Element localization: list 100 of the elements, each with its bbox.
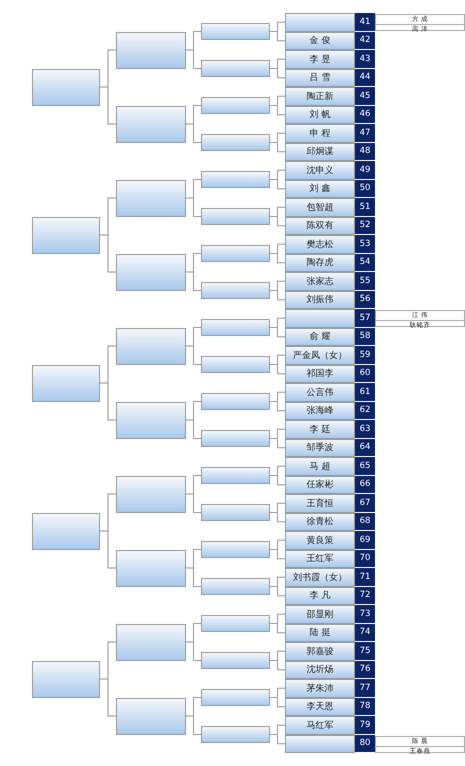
name-cell: 公言伟 — [285, 383, 355, 402]
seed-number: 77 — [355, 679, 375, 698]
name-cell: 马红军 — [285, 716, 355, 734]
bracket-line — [100, 530, 116, 568]
bracket-box — [116, 402, 186, 438]
name-cell: 沈圻炀 — [285, 660, 355, 679]
seed-number: 42 — [355, 32, 375, 50]
bracket-box — [116, 550, 186, 586]
bracket-box — [32, 216, 100, 254]
name-cell: 李天恩 — [285, 698, 355, 716]
bracket-line — [270, 327, 286, 338]
bracket-box — [201, 282, 270, 299]
bracket-line — [270, 549, 286, 560]
seed-number: 70 — [355, 550, 375, 568]
name-cell: 邹季波 — [285, 438, 355, 457]
bracket-box — [201, 60, 270, 77]
seed-number: 73 — [355, 605, 375, 624]
bracket-line — [270, 438, 286, 448]
seed-number: 58 — [355, 328, 375, 346]
name-cell: 陆 挺 — [285, 624, 355, 642]
bracket-line — [270, 364, 286, 374]
bracket-line — [186, 642, 202, 661]
name-cell: 徐青松 — [285, 512, 355, 531]
seed-number: 48 — [355, 142, 375, 161]
seed-number: 59 — [355, 346, 375, 364]
bracket-line — [186, 50, 202, 69]
bracket-box — [116, 476, 186, 512]
name-cell: 郭嘉骏 — [285, 642, 355, 660]
bracket-line — [100, 382, 116, 420]
qualifier-box — [375, 14, 465, 31]
seed-number: 53 — [355, 235, 375, 254]
bracket-box — [32, 364, 100, 402]
name-cell: 王红军 — [285, 550, 355, 568]
bracket-line — [186, 346, 202, 365]
name-cell: 俞 耀 — [285, 328, 355, 346]
seed-number: 67 — [355, 494, 375, 512]
bracket-box — [201, 208, 270, 225]
name-cell: 刘 帆 — [285, 106, 355, 124]
name-cell: 陶正新 — [285, 87, 355, 106]
bracket-box — [201, 615, 270, 632]
name-cell: 张家志 — [285, 272, 355, 290]
bracket-box — [201, 23, 270, 40]
name-cell: 马 超 — [285, 457, 355, 476]
bracket-box — [116, 180, 186, 216]
seed-number: 79 — [355, 716, 375, 734]
seed-number: 63 — [355, 420, 375, 438]
bracket-line — [270, 697, 286, 708]
bracket-line — [270, 31, 286, 42]
bracket-box — [201, 430, 270, 447]
bracket-line — [100, 86, 116, 124]
seed-number: 49 — [355, 161, 375, 180]
name-cell: 黄良策 — [285, 531, 355, 550]
bracket-box — [201, 578, 270, 595]
bracket-line — [270, 586, 286, 596]
seed-number: 61 — [355, 383, 375, 402]
name-cell: 吕 雪 — [285, 68, 355, 87]
name-cell: 刘 鑫 — [285, 180, 355, 198]
bracket-box — [116, 328, 186, 364]
name-cell: 邵显刚 — [285, 605, 355, 624]
bracket-box — [201, 171, 270, 188]
bracket-box — [32, 512, 100, 550]
bracket-line — [186, 716, 202, 735]
name-cell: 王育恒 — [285, 494, 355, 512]
bracket-box — [201, 467, 270, 484]
seed-number: 64 — [355, 438, 375, 457]
bracket-line — [270, 401, 286, 412]
bracket-box — [116, 32, 186, 68]
name-cell: 陈双有 — [285, 216, 355, 235]
name-cell: 祁国李 — [285, 364, 355, 383]
qualifier-box — [375, 736, 465, 752]
seed-number: 47 — [355, 124, 375, 142]
seed-number: 46 — [355, 106, 375, 124]
seed-number: 43 — [355, 50, 375, 68]
bracket-box — [201, 134, 270, 151]
bracket-box — [201, 504, 270, 521]
seed-number: 78 — [355, 698, 375, 716]
bracket-line — [270, 734, 286, 744]
bracket-box — [201, 97, 270, 114]
bracket-box — [201, 541, 270, 558]
bracket-line — [186, 198, 202, 217]
seed-number: 44 — [355, 68, 375, 87]
bracket-line — [270, 290, 286, 300]
bracket-line — [270, 660, 286, 670]
seed-number: 55 — [355, 272, 375, 290]
seed-number: 66 — [355, 476, 375, 494]
bracket-box — [201, 652, 270, 669]
bracket-line — [270, 253, 286, 264]
bracket-box — [32, 68, 100, 106]
bracket-line — [100, 234, 116, 272]
name-cell: 樊志松 — [285, 235, 355, 254]
name-cell: 陶存虎 — [285, 254, 355, 272]
bracket-box — [116, 698, 186, 734]
seed-number: 72 — [355, 586, 375, 605]
bracket-box — [201, 356, 270, 373]
seed-number: 60 — [355, 364, 375, 383]
bracket-line — [270, 475, 286, 486]
bracket-box — [116, 106, 186, 142]
bracket-line — [270, 105, 286, 116]
seed-number: 54 — [355, 254, 375, 272]
name-cell: 茅朱沛 — [285, 679, 355, 698]
